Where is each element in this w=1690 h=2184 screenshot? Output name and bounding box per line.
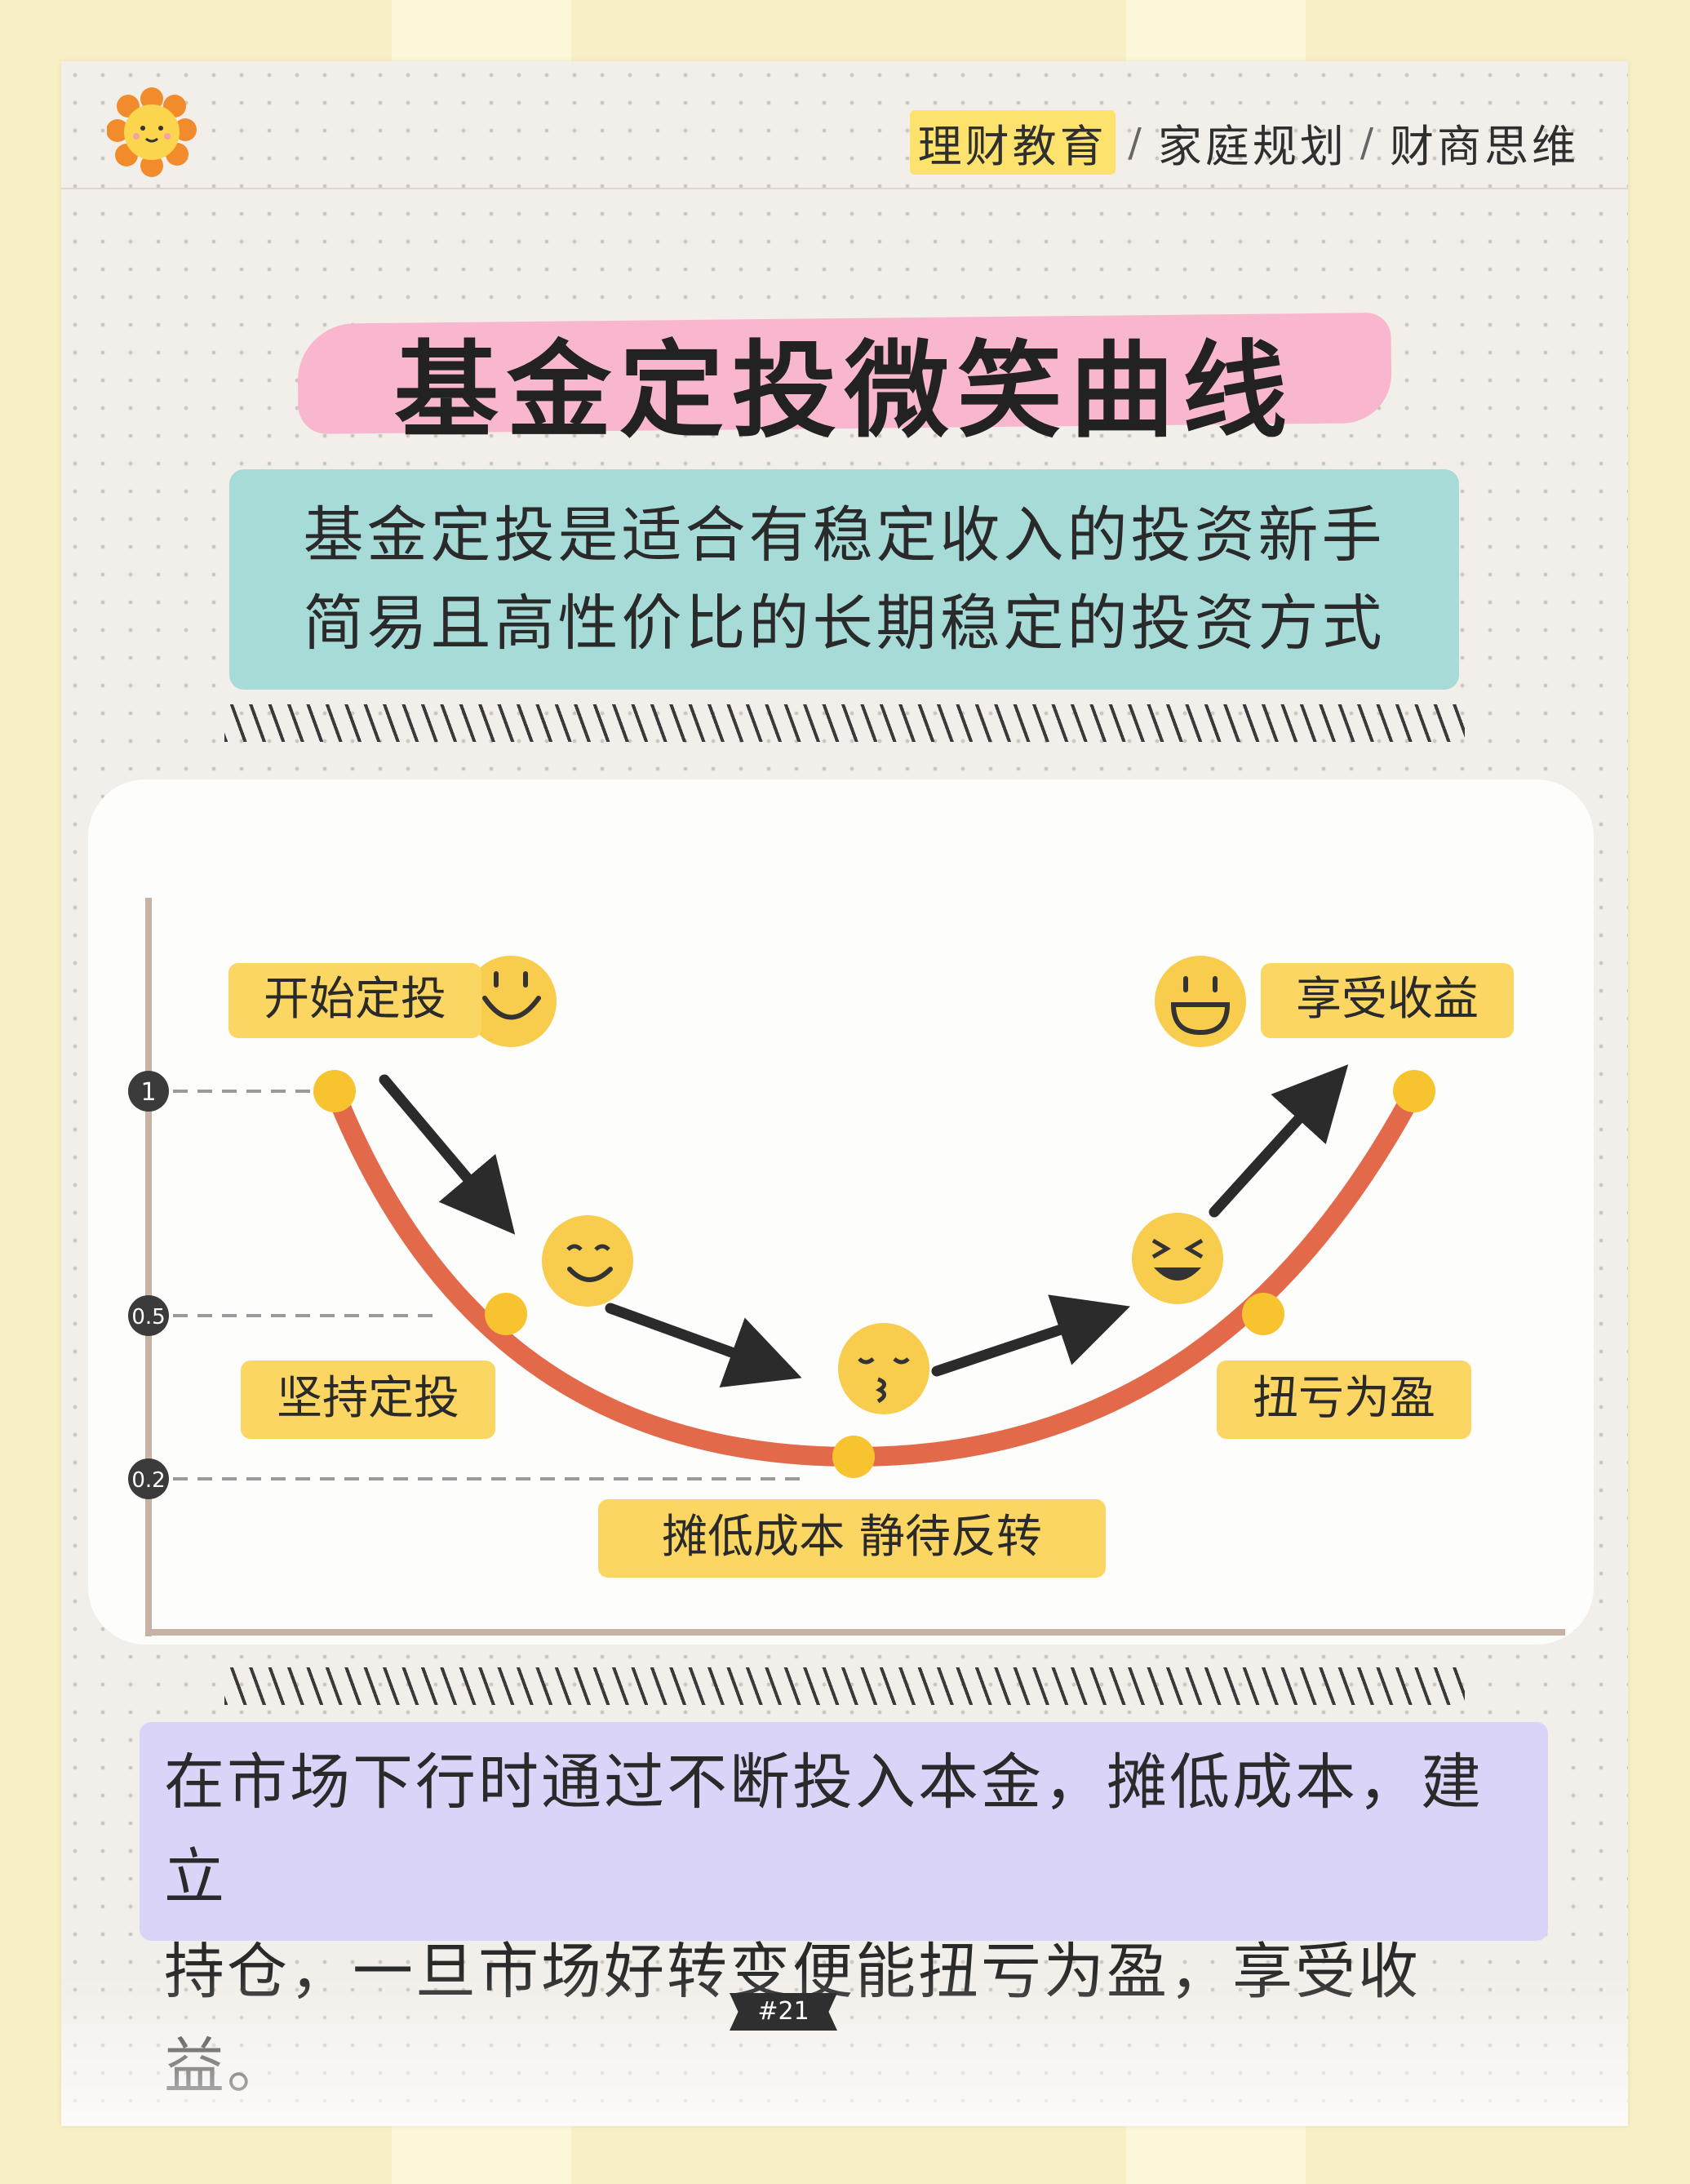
label-start: 开始定投 [228,963,481,1038]
arrow-down-1 [379,1074,516,1235]
y-tick-1: 1 [128,1071,169,1112]
svg-text:1: 1 [140,1078,156,1107]
curve-point-bottom [832,1436,875,1478]
svg-text:0.5: 0.5 [131,1305,165,1329]
intro-line: 简易且高性价比的长期稳定的投资方式 [303,588,1386,659]
arrow-up-1 [931,1294,1130,1377]
svg-text:开始定投: 开始定投 [264,973,446,1026]
intro-line: 基金定投是适合有稳定收入的投资新手 [303,500,1386,570]
grin-face-icon [1155,956,1246,1047]
label-enjoy: 享受收益 [1261,963,1514,1038]
curve-point-persist [485,1293,527,1335]
nav-separator: / [1128,119,1145,166]
y-tick-0-5: 0.5 [128,1295,169,1336]
svg-text:摊低成本 静待反转: 摊低成本 静待反转 [662,1511,1042,1564]
label-bottom: 摊低成本 静待反转 [598,1499,1106,1578]
intro-box: 基金定投是适合有稳定收入的投资新手 简易且高性价比的长期稳定的投资方式 [229,469,1459,690]
hatch-divider [224,704,1465,742]
y-tick-0-2: 0.2 [128,1458,169,1499]
curve-point-end [1393,1070,1435,1112]
nav-item-finance-education[interactable]: 理财教育 [909,110,1116,175]
smile-curve-card: 1 0.5 0.2 [88,779,1594,1645]
label-recover: 扭亏为盈 [1217,1361,1471,1439]
page-card: 理财教育 / 家庭规划 / 财商思维 基金定投微笑曲线 基金定投是适合有稳定收入… [61,61,1628,2126]
summary-line: 在市场下行时通过不断投入本金，摊低成本，建立 [164,1747,1484,1912]
nav-item-financial-thinking[interactable]: 财商思维 [1390,121,1579,172]
footer-fade [61,1971,1628,2126]
squint-laugh-face-icon [1132,1213,1223,1304]
top-nav: 理财教育 / 家庭规划 / 财商思维 [909,110,1579,175]
smile-curve-diagram: 1 0.5 0.2 [128,898,1565,1636]
header-divider [61,188,1628,189]
svg-text:坚持定投: 坚持定投 [277,1372,459,1425]
arrow-up-2 [1209,1064,1349,1218]
nav-item-family-planning[interactable]: 家庭规划 [1157,121,1347,172]
page-title: 基金定投微笑曲线 [393,331,1295,452]
nav-separator: / [1360,119,1377,166]
kiss-face-icon [838,1323,929,1414]
page-number-badge: #21 [730,1993,837,2031]
lion-logo-icon [107,87,197,177]
svg-text:享受收益: 享受收益 [1296,973,1479,1026]
arrow-down-2 [605,1303,802,1387]
curve-point-start [313,1070,356,1112]
smile-face-icon [465,956,557,1047]
hatch-divider [224,1667,1465,1705]
curve-point-recover [1242,1293,1284,1335]
svg-text:0.2: 0.2 [131,1468,165,1493]
wink-face-icon [542,1215,633,1307]
summary-box: 在市场下行时通过不断投入本金，摊低成本，建立 持仓，一旦市场好转变便能扭亏为盈，… [140,1722,1548,2102]
label-persist: 坚持定投 [241,1361,495,1439]
svg-text:扭亏为盈: 扭亏为盈 [1253,1372,1435,1425]
